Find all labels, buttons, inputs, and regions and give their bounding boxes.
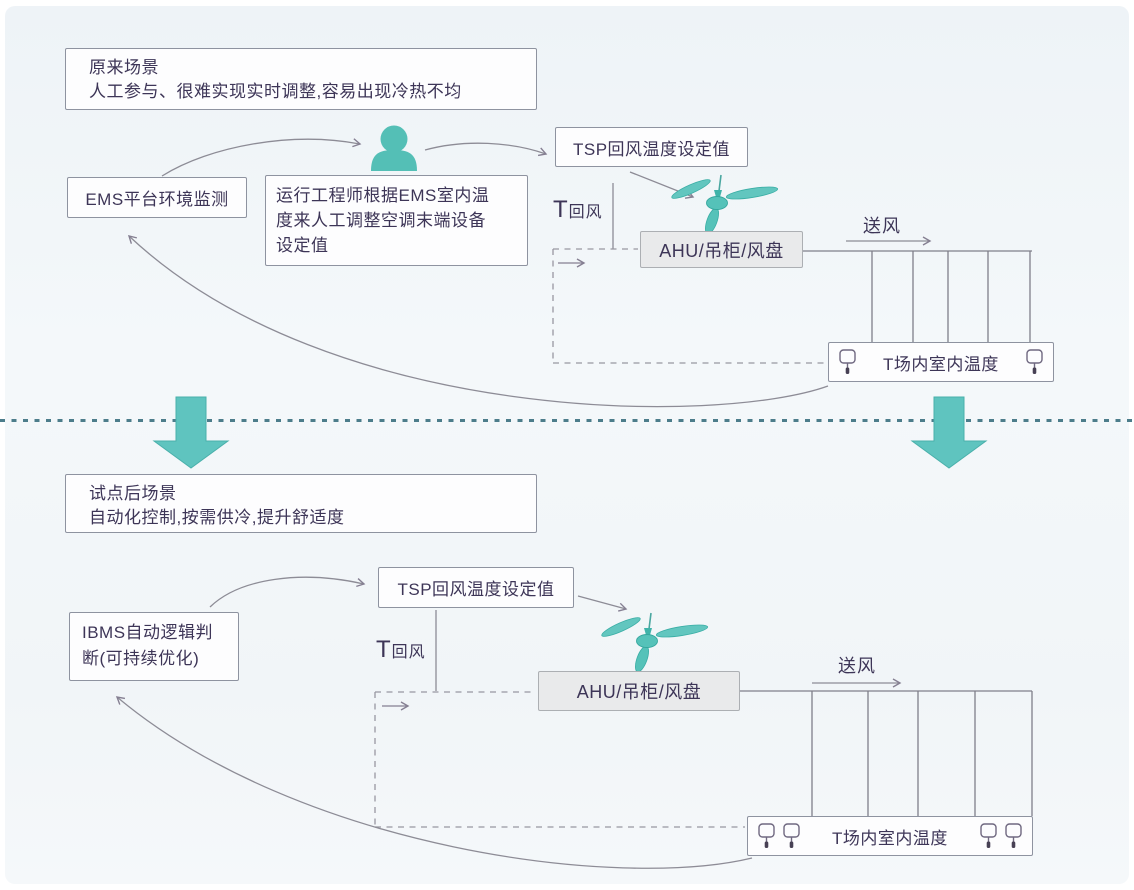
ahu-box-bottom: AHU/吊柜/风盘: [538, 671, 740, 711]
scenario-box-pilot: 试点后场景 自动化控制,按需供冷,提升舒适度: [65, 474, 537, 533]
indoor-temp-label-bottom: T场内室内温度: [832, 828, 948, 848]
supply-air-label-bottom: 送风: [838, 656, 876, 676]
return-air-dashed-path-top: [552, 248, 826, 364]
temperature-sensor-icon: [839, 349, 856, 375]
ibms-logic-box: IBMS自动逻辑判 断(可持续优化): [69, 612, 239, 681]
teal-down-arrow-left: [152, 396, 230, 469]
supply-duct-comb-bottom: [740, 690, 1033, 816]
t-return-label-bottom: T回风: [376, 636, 426, 663]
temperature-sensor-icon: [1026, 349, 1043, 375]
ceiling-fan-icon-top: [669, 174, 780, 237]
ibms-logic-text: IBMS自动逻辑判 断(可持续优化): [82, 623, 214, 668]
tsp-to-fan-arrow-bottom: [577, 595, 628, 612]
indoor-temp-sensor-box-top: T场内室内温度: [828, 342, 1054, 382]
tsp-setpoint-box-top: TSP回风温度设定值: [555, 127, 748, 167]
ceiling-fan-icon-bottom: [599, 612, 710, 675]
scenario-box-original: 原来场景 人工参与、很难实现实时调整,容易出现冷热不均: [65, 48, 537, 110]
indoor-temp-label-top: T场内室内温度: [883, 354, 999, 374]
operator-note-text: 运行工程师根据EMS室内温 度来人工调整空调末端设备 设定值: [276, 186, 490, 255]
return-air-dashed-path-bottom: [374, 691, 745, 828]
sensor-to-ibms-feedback-curve: [115, 696, 753, 869]
supply-air-label-top: 送风: [863, 216, 901, 236]
scenario-desc: 自动化控制,按需供冷,提升舒适度: [89, 508, 345, 527]
tsp-setpoint-box-bottom: TSP回风温度设定值: [378, 567, 574, 608]
tsp-setpoint-label-bottom: TSP回风温度设定值: [397, 580, 555, 599]
operator-note-box: 运行工程师根据EMS室内温 度来人工调整空调末端设备 设定值: [265, 175, 528, 266]
t-return-label-top: T回风: [553, 196, 603, 223]
scenario-title: 试点后场景: [89, 484, 177, 503]
scenario-title: 原来场景: [89, 58, 159, 77]
temperature-sensor-icon-pair: [980, 823, 1022, 849]
sensor-to-ems-feedback-curve: [127, 235, 829, 408]
ibms-to-tsp-curve: [209, 576, 366, 608]
scenario-desc: 人工参与、很难实现实时调整,容易出现冷热不均: [89, 82, 462, 101]
temperature-sensor-icon-pair: [758, 823, 800, 849]
operator-to-tsp-curve: [424, 142, 548, 157]
ahu-box-top: AHU/吊柜/风盘: [640, 231, 803, 268]
ahu-label-top: AHU/吊柜/风盘: [659, 240, 784, 261]
operator-person-icon: [371, 125, 417, 171]
indoor-temp-sensor-box-bottom: T场内室内温度: [747, 816, 1033, 856]
ems-platform-box: EMS平台环境监测: [67, 177, 247, 218]
ahu-label-bottom: AHU/吊柜/风盘: [576, 682, 702, 702]
teal-down-arrow-right: [910, 396, 988, 469]
supply-duct-comb-top: [803, 250, 1032, 342]
ems-to-operator-curve: [161, 138, 362, 177]
ems-platform-label: EMS平台环境监测: [85, 190, 229, 209]
tsp-setpoint-label-top: TSP回风温度设定值: [572, 139, 731, 159]
